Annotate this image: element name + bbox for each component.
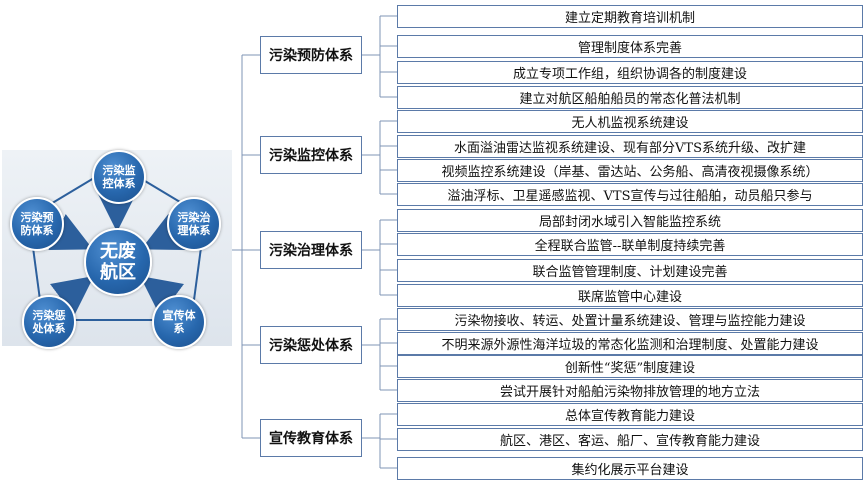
item-box: 无人机监视系统建设 — [397, 110, 863, 133]
item-box: 联合监管管理制度、计划建设完善 — [397, 259, 863, 282]
item-box: 航区、港区、客运、船厂、宣传教育能力建设 — [397, 428, 863, 451]
category-monitoring: 污染监控体系 — [260, 136, 362, 174]
item-box: 联席监管中心建设 — [397, 284, 863, 307]
category-prevention: 污染预防体系 — [260, 36, 362, 74]
node-prevention: 污染预防体系 — [10, 197, 64, 251]
node-punishment: 污染惩处体系 — [22, 295, 76, 349]
item-box: 集约化展示平台建设 — [397, 457, 863, 480]
item-box: 尝试开展针对船舶污染物排放管理的地方立法 — [397, 379, 863, 402]
arrow-bottom-left — [50, 276, 94, 316]
item-box: 溢油浮标、卫星遥感监视、VTS宣传与过往船舶，动员船只参与 — [397, 183, 863, 206]
node-center: 无废航区 — [84, 228, 152, 296]
pentagon-panel: 污染监控体系 污染预防体系 污染治理体系 污染惩处体系 宣传体系 无废航区 — [2, 150, 232, 349]
item-box: 建立定期教育培训机制 — [397, 5, 863, 28]
node-treatment: 污染治理体系 — [167, 197, 221, 251]
item-box: 创新性“奖惩”制度建设 — [397, 355, 863, 378]
item-box: 局部封闭水域引入智能监控系统 — [397, 209, 863, 232]
item-box: 不明来源外源性海洋垃圾的常态化监测和治理制度、处置能力建设 — [397, 332, 863, 355]
node-publicity: 宣传体系 — [152, 295, 206, 349]
item-box: 水面溢油雷达监视系统建设、现有部分VTS系统升级、改扩建 — [397, 135, 863, 158]
item-box: 管理制度体系完善 — [397, 35, 863, 58]
category-punishment: 污染惩处体系 — [260, 326, 362, 364]
item-box: 成立专项工作组，组织协调各的制度建设 — [397, 61, 863, 84]
item-box: 总体宣传教育能力建设 — [397, 403, 863, 426]
item-box: 全程联合监管--联单制度持续完善 — [397, 233, 863, 256]
category-education: 宣传教育体系 — [260, 419, 362, 457]
item-box: 视频监控系统建设（岸基、雷达站、公务船、高清夜视摄像系统） — [397, 159, 863, 182]
item-box: 建立对航区船舶船员的常态化普法机制 — [397, 86, 863, 109]
item-box: 污染物接收、转运、处置计量系统建设、管理与监控能力建设 — [397, 308, 863, 331]
category-treatment: 污染治理体系 — [260, 231, 362, 269]
node-monitoring: 污染监控体系 — [92, 150, 146, 204]
